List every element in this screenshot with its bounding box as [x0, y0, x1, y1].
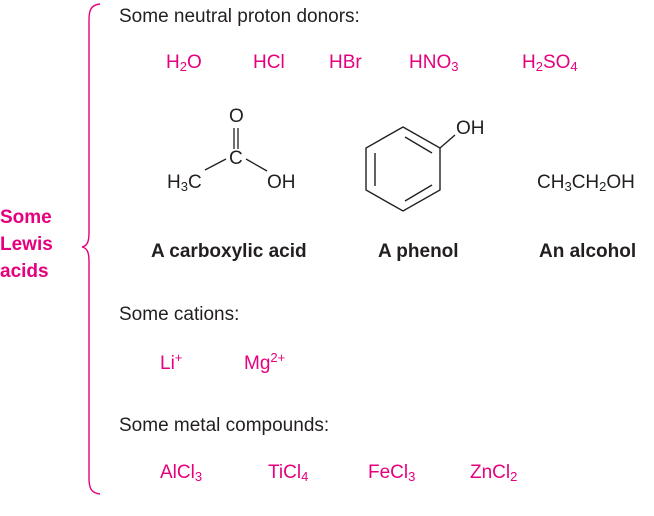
formula-text: H — [166, 52, 180, 73]
formula-sulfuric-acid: H2SO4 — [522, 52, 578, 74]
formula-zinc-chloride: ZnCl2 — [470, 462, 517, 484]
formula-subscript: 2 — [179, 59, 187, 74]
formula-subscript: 3 — [194, 469, 203, 484]
formula-text: H — [522, 52, 536, 73]
formula-text: ZnCl — [470, 462, 511, 483]
atom-carbon-carbonyl: C — [229, 148, 243, 169]
formula-subscript: 4 — [301, 469, 309, 484]
formula-text: HBr — [329, 52, 362, 73]
formula-supscript: 2+ — [270, 350, 286, 365]
formula-subscript: 3 — [408, 469, 416, 484]
formula-subscript: 2 — [535, 59, 543, 74]
formula-titanium-chloride: TiCl4 — [268, 462, 308, 484]
atom-oxygen-carbonyl: O — [229, 106, 244, 127]
formula-text: HNO — [409, 52, 452, 73]
section-heading-proton-donors: Some neutral proton donors: — [119, 6, 360, 27]
formula-text: Li — [160, 353, 175, 374]
section-heading-metal-compounds: Some metal compounds: — [119, 415, 330, 436]
formula-aluminum-chloride: AlCl3 — [160, 462, 202, 484]
formula-text: HCl — [253, 52, 285, 73]
formula-water: H2O — [166, 52, 202, 74]
side-label-line: Lewis — [0, 234, 53, 255]
formula-text: TiCl — [268, 462, 302, 483]
formula-subscript: 3 — [564, 179, 572, 194]
formula-text: Mg — [244, 353, 271, 374]
formula-subscript: 3 — [180, 179, 188, 194]
side-label: Some Lewis acids — [0, 204, 53, 285]
formula-text: O — [186, 52, 202, 73]
carboxylic-bonds — [204, 128, 268, 172]
benzene-ring — [365, 126, 456, 212]
formula-ferric-chloride: FeCl3 — [368, 462, 415, 484]
group-methyl: H3C — [167, 172, 202, 194]
formula-hbr: HBr — [329, 52, 362, 74]
formula-text: C — [187, 172, 202, 193]
formula-text: H — [167, 172, 181, 193]
formula-ethanol: CH3CH2OH — [537, 172, 635, 194]
formula-text: CH — [571, 172, 600, 193]
group-hydroxyl-acid: OH — [267, 172, 296, 193]
formula-subscript: 4 — [570, 59, 578, 74]
side-label-line: Some — [0, 207, 52, 228]
formula-text: SO — [542, 52, 571, 73]
formula-lithium-ion: Li+ — [160, 350, 182, 375]
caption-alcohol: An alcohol — [539, 241, 637, 262]
formula-nitric-acid: HNO3 — [409, 52, 458, 74]
caption-carboxylic-acid: A carboxylic acid — [151, 241, 307, 262]
formula-text: CH — [537, 172, 565, 193]
formula-text: OH — [606, 172, 635, 193]
section-heading-cations: Some cations: — [119, 304, 240, 325]
formula-text: AlCl — [160, 462, 195, 483]
caption-phenol: A phenol — [378, 241, 459, 262]
formula-text: FeCl — [368, 462, 409, 483]
formula-supscript: + — [174, 350, 183, 365]
formula-magnesium-ion: Mg2+ — [244, 350, 285, 375]
curly-brace — [81, 3, 101, 495]
formula-subscript: 2 — [599, 179, 607, 194]
formula-hcl: HCl — [253, 52, 285, 74]
formula-subscript: 3 — [451, 59, 459, 74]
group-hydroxyl-phenol: OH — [456, 118, 485, 139]
side-label-line: acids — [0, 261, 49, 282]
formula-subscript: 2 — [510, 469, 518, 484]
